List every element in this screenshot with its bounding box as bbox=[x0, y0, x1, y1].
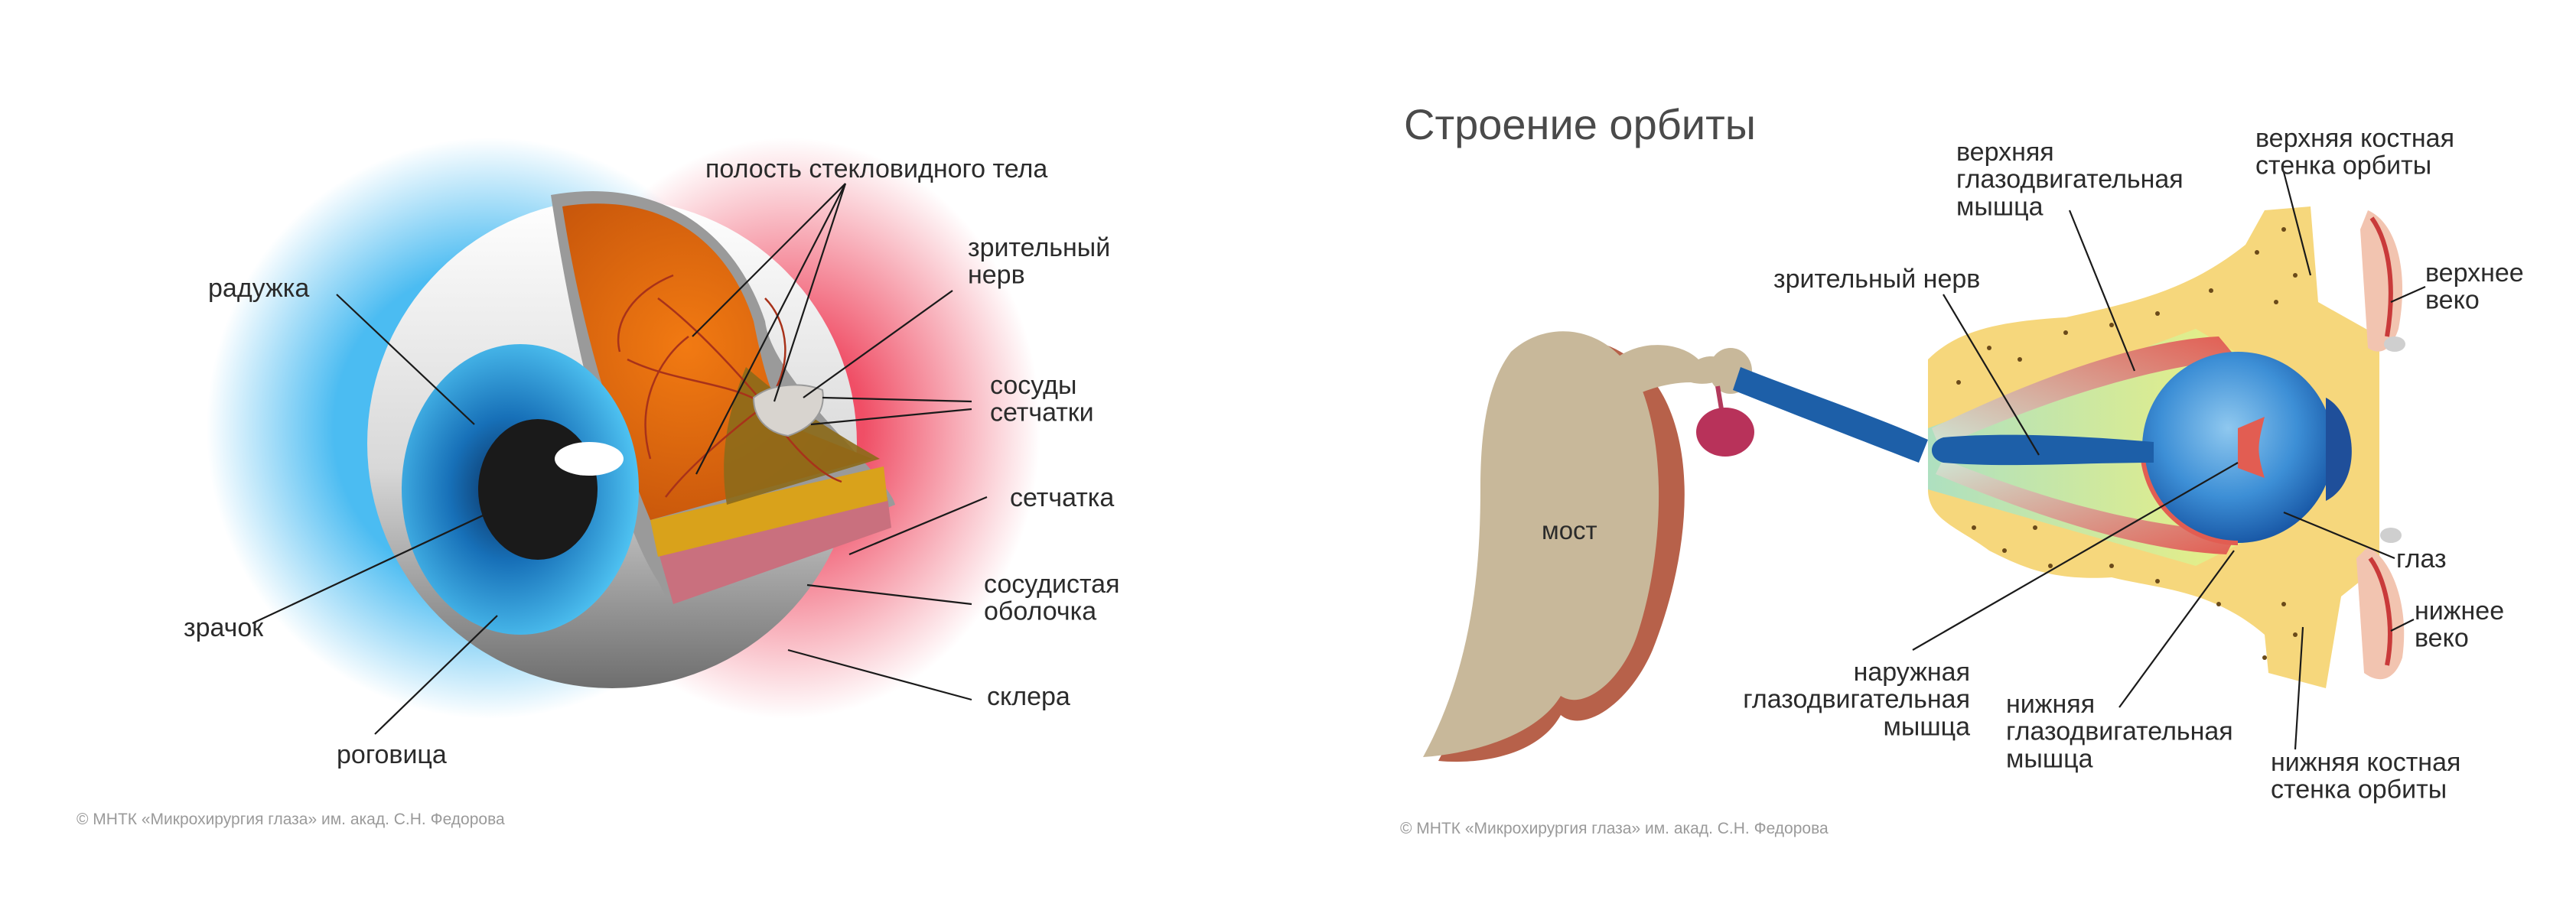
label-optic-nerve-left-line: зрительный bbox=[968, 233, 1110, 262]
label-optic-nerve-right: зрительный нерв bbox=[1773, 265, 1980, 294]
label-retinal-vessels-line: сетчатки bbox=[990, 398, 1094, 427]
copyright-right: © МНТК «Микрохирургия глаза» им. акад. С… bbox=[1400, 820, 1829, 837]
pituitary-gland bbox=[1696, 408, 1754, 457]
label-lower-eyelid-line: нижнее bbox=[2415, 596, 2504, 626]
label-cornea: роговица bbox=[337, 740, 447, 769]
label-eye-line: глаз bbox=[2396, 544, 2447, 574]
label-sclera: склера bbox=[987, 682, 1070, 711]
label-inferior-rectus-line: нижняя bbox=[2006, 690, 2095, 719]
label-retina-line: сетчатка bbox=[1010, 483, 1114, 512]
label-pupil-line: зрачок bbox=[184, 613, 264, 642]
label-superior-rectus-line: мышца bbox=[1956, 192, 2044, 221]
lower-eyelashes bbox=[2380, 528, 2402, 543]
label-lower-orbit-wall-line: нижняя костная bbox=[2271, 748, 2460, 777]
label-cornea-line: роговица bbox=[337, 740, 447, 769]
upper-eyelashes bbox=[2384, 336, 2405, 352]
label-lateral-rectus-line: глазодвигательная bbox=[1743, 685, 1970, 714]
label-pons-line: мост bbox=[1542, 516, 1597, 544]
label-inferior-rectus-line: мышца bbox=[2006, 744, 2093, 773]
label-iris-line: радужка bbox=[208, 274, 309, 303]
label-iris: радужка bbox=[208, 274, 309, 303]
label-vitreous-cavity: полость стекловидного тела bbox=[705, 154, 1047, 184]
orbit-title-line: Строение орбиты bbox=[1404, 100, 1756, 148]
label-retina: сетчатка bbox=[1010, 483, 1114, 512]
label-pupil: зрачок bbox=[184, 613, 264, 642]
label-inferior-rectus-line: глазодвигательная bbox=[2006, 717, 2233, 746]
copyright-left-line: © МНТК «Микрохирургия глаза» им. акад. С… bbox=[77, 811, 505, 828]
upper-eyelid bbox=[2360, 210, 2405, 352]
label-eye: глаз bbox=[2396, 544, 2447, 574]
label-superior-rectus-line: глазодвигательная bbox=[1956, 165, 2184, 194]
copyright-right-line: © МНТК «Микрохирургия глаза» им. акад. С… bbox=[1400, 820, 1829, 837]
label-upper-eyelid-line: верхнее bbox=[2425, 258, 2524, 288]
label-choroid-line: сосудистая bbox=[984, 570, 1120, 599]
label-lower-orbit-wall-line: стенка орбиты bbox=[2271, 775, 2447, 804]
orbit-title: Строение орбиты bbox=[1404, 100, 1756, 148]
optic-nerve-tract bbox=[1733, 367, 1928, 463]
label-upper-orbit-wall-line: верхняя костная bbox=[2255, 124, 2454, 153]
label-lateral-rectus-line: мышца bbox=[1884, 712, 1971, 741]
label-optic-nerve-left-line: нерв bbox=[968, 261, 1025, 290]
label-choroid-line: оболочка bbox=[984, 597, 1096, 626]
cornea-reflection bbox=[555, 442, 624, 476]
label-lower-eyelid-line: веко bbox=[2415, 624, 2469, 653]
label-upper-orbit-wall-line: стенка орбиты bbox=[2255, 151, 2431, 180]
label-retinal-vessels-line: сосуды bbox=[990, 371, 1076, 400]
pons-brainstem bbox=[1423, 331, 1752, 762]
label-superior-rectus-line: верхняя bbox=[1956, 138, 2054, 167]
orbit-structure: Строение орбиты bbox=[1400, 100, 2524, 837]
label-lateral-rectus-line: наружная bbox=[1854, 658, 1970, 687]
pupil bbox=[478, 419, 598, 560]
label-optic-nerve-right-line: зрительный нерв bbox=[1773, 265, 1980, 294]
label-pons: мост bbox=[1542, 516, 1597, 544]
label-vitreous-cavity-line: полость стекловидного тела bbox=[705, 154, 1047, 184]
label-upper-eyelid-line: веко bbox=[2425, 286, 2480, 315]
label-sclera-line: склера bbox=[987, 682, 1070, 711]
copyright-left: © МНТК «Микрохирургия глаза» им. акад. С… bbox=[77, 811, 505, 828]
